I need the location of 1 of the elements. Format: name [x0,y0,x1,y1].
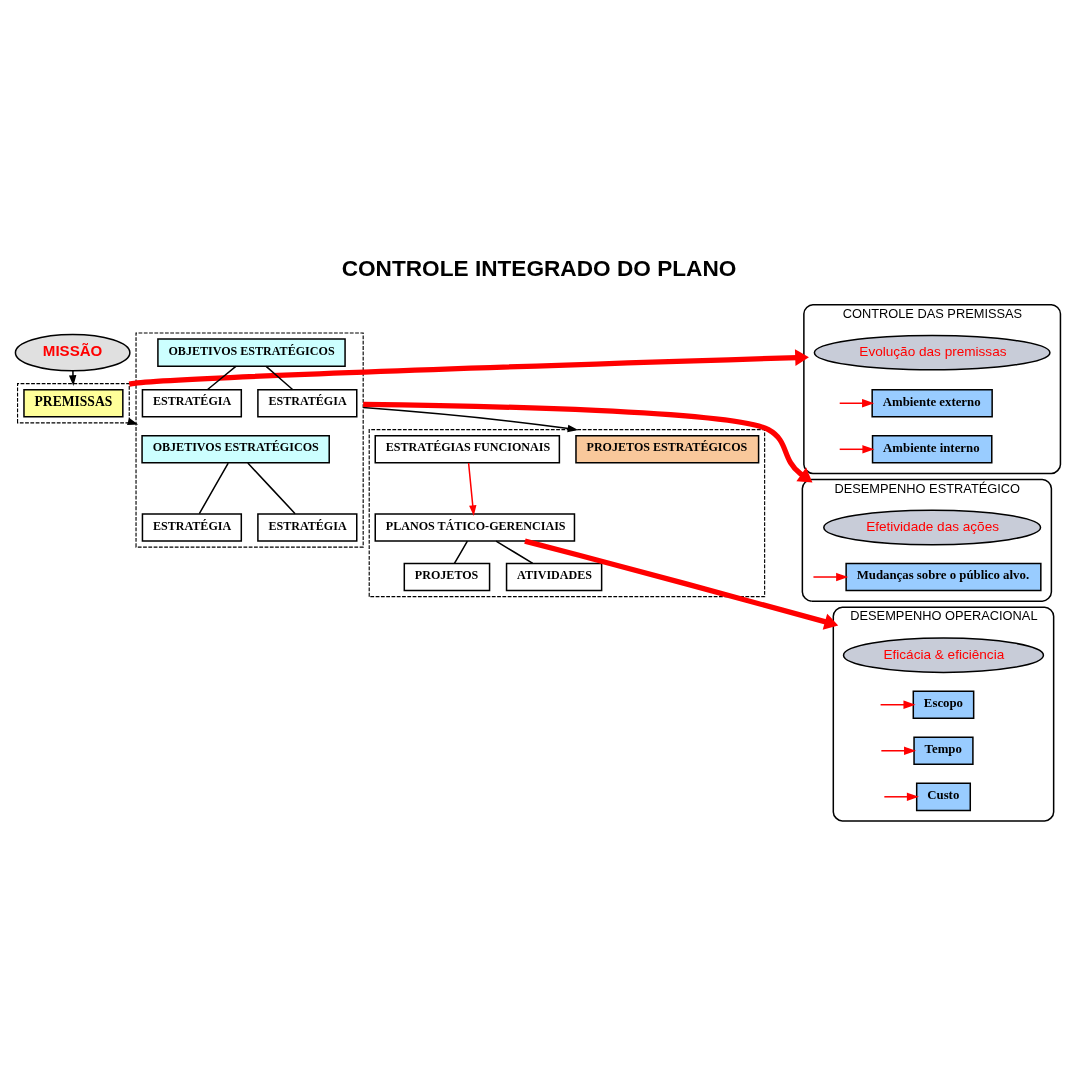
diagram-title: CONTROLE INTEGRADO DO PLANO [341,256,737,282]
